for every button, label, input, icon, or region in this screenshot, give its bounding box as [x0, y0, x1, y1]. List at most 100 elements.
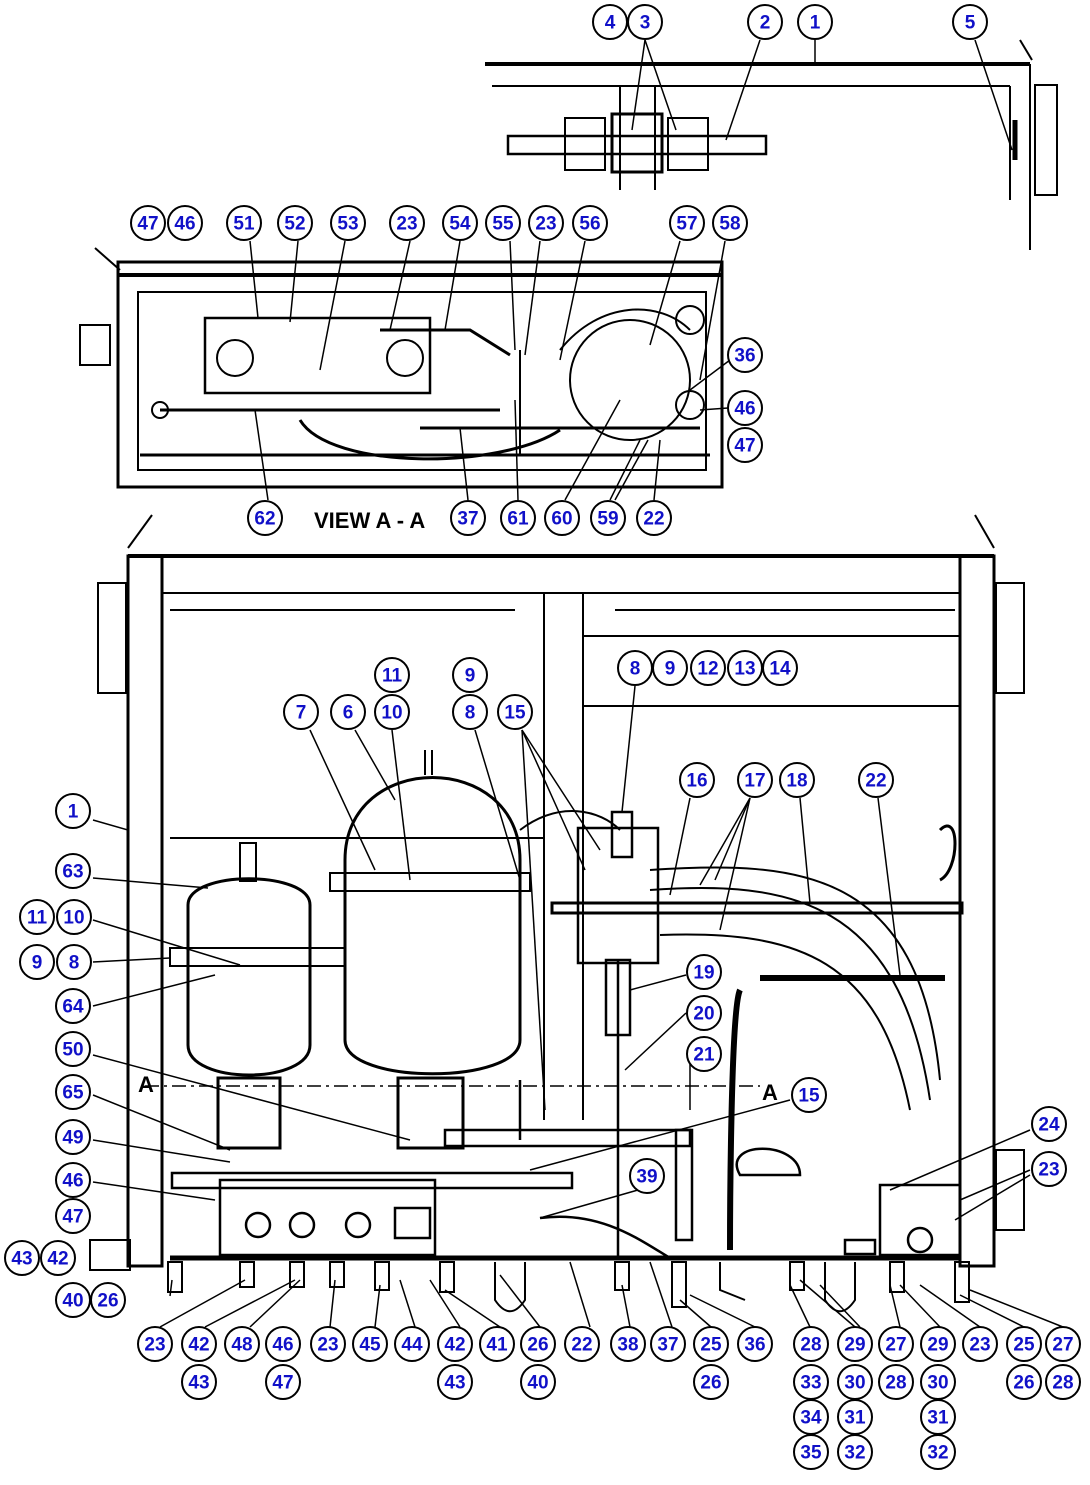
leader-line	[889, 1284, 901, 1328]
callout-number: 46	[174, 214, 195, 235]
callout-number: 37	[457, 509, 478, 530]
leader-line	[631, 39, 646, 131]
callout-number: 18	[786, 771, 807, 792]
callout-number: 11	[382, 666, 403, 687]
leader-line	[459, 427, 469, 501]
callout-9: 9	[452, 657, 488, 693]
leader-line	[539, 1189, 639, 1219]
callout-number: 39	[636, 1167, 657, 1188]
callout-46: 46	[265, 1326, 301, 1362]
callout-6: 6	[330, 694, 366, 730]
leader-line	[444, 1289, 501, 1328]
leader-line	[389, 240, 411, 331]
callout-number: 8	[69, 953, 80, 974]
callout-4: 4	[592, 4, 628, 40]
callout-number: 60	[551, 509, 572, 530]
callout-number: 9	[32, 953, 43, 974]
callout-number: 2	[760, 13, 771, 34]
callout-number: 36	[734, 346, 755, 367]
callout-13: 13	[727, 650, 763, 686]
leader-line	[521, 729, 601, 851]
callout-number: 16	[686, 771, 707, 792]
callout-27: 27	[1045, 1326, 1081, 1362]
leader-line	[374, 1284, 381, 1328]
callout-number: 26	[700, 1373, 721, 1394]
callout-28: 28	[1045, 1364, 1081, 1400]
callout-number: 41	[486, 1335, 508, 1356]
callout-23: 23	[310, 1326, 346, 1362]
callout-23: 23	[137, 1326, 173, 1362]
leader-line	[621, 1284, 631, 1328]
leader-line	[521, 729, 586, 871]
leader-line	[714, 797, 751, 881]
callout-26: 26	[90, 1282, 126, 1318]
callout-22: 22	[636, 500, 672, 536]
leader-line	[509, 240, 516, 351]
callout-number: 58	[719, 214, 740, 235]
callout-number: 15	[798, 1086, 820, 1107]
callout-number: 54	[449, 214, 471, 235]
callout-1: 1	[797, 4, 833, 40]
callout-22: 22	[564, 1326, 600, 1362]
callout-24: 24	[1031, 1106, 1067, 1142]
callout-37: 37	[650, 1326, 686, 1362]
leader-line	[499, 1274, 541, 1328]
callout-number: 47	[272, 1373, 293, 1394]
callout-14: 14	[762, 650, 798, 686]
leader-line	[92, 974, 216, 1007]
callout-number: 17	[744, 771, 765, 792]
callout-8: 8	[617, 650, 653, 686]
callout-27: 27	[878, 1326, 914, 1362]
leader-line	[669, 797, 691, 896]
callout-number: 23	[317, 1335, 338, 1356]
leader-line	[309, 729, 376, 871]
leader-line	[719, 797, 751, 931]
callout-number: 13	[734, 659, 755, 680]
callout-59: 59	[590, 500, 626, 536]
callout-number: 59	[597, 509, 618, 530]
leader-line	[92, 1181, 216, 1201]
leader-line	[92, 1054, 411, 1141]
callout-47: 47	[55, 1198, 91, 1234]
leader-line	[354, 729, 396, 801]
callout-30: 30	[837, 1364, 873, 1400]
leader-line	[559, 240, 586, 361]
callout-number: 23	[144, 1335, 165, 1356]
callout-26: 26	[693, 1364, 729, 1400]
callout-23: 23	[1031, 1151, 1067, 1187]
callout-42: 42	[181, 1326, 217, 1362]
callout-number: 28	[800, 1335, 821, 1356]
callout-41: 41	[479, 1326, 515, 1362]
callout-29: 29	[837, 1326, 873, 1362]
callout-3: 3	[627, 4, 663, 40]
leader-line	[629, 974, 687, 991]
leader-line	[954, 1174, 1031, 1221]
callout-number: 62	[254, 509, 275, 530]
bottom-fittings	[167, 1261, 970, 1313]
callout-10: 10	[56, 899, 92, 935]
callout-number: 30	[844, 1373, 865, 1394]
callout-61: 61	[500, 500, 536, 536]
callout-36: 36	[727, 337, 763, 373]
callout-number: 1	[68, 802, 79, 823]
callout-number: 37	[657, 1335, 678, 1356]
leader-line	[653, 439, 661, 501]
callout-1: 1	[55, 793, 91, 829]
callout-43: 43	[437, 1364, 473, 1400]
callout-number: 51	[233, 214, 255, 235]
callout-number: 33	[800, 1373, 821, 1394]
callout-number: 42	[444, 1335, 465, 1356]
callout-53: 53	[330, 205, 366, 241]
callout-number: 36	[744, 1335, 765, 1356]
callout-48: 48	[224, 1326, 260, 1362]
callout-number: 27	[885, 1335, 906, 1356]
leader-line	[92, 957, 171, 963]
leader-line	[444, 240, 461, 331]
callout-number: 38	[617, 1335, 638, 1356]
callout-number: 32	[844, 1443, 865, 1464]
leader-line	[169, 1279, 173, 1297]
callout-number: 31	[927, 1408, 949, 1429]
callout-number: 52	[284, 214, 305, 235]
manifold	[170, 1080, 962, 1260]
